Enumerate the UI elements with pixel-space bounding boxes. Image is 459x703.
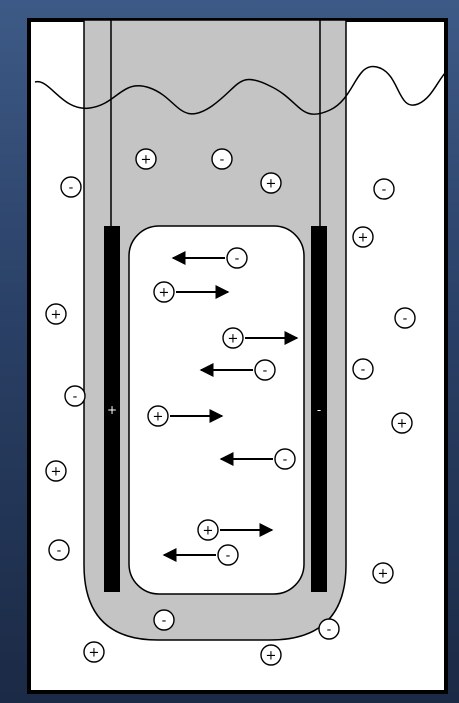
ion-symbol: + [159, 286, 170, 301]
negative-ion: - [64, 385, 86, 407]
ion-symbol: + [89, 646, 100, 661]
ion-circle [64, 385, 86, 407]
negative-ion: - [211, 148, 233, 170]
ion-circle [352, 358, 374, 380]
ion-symbol: + [51, 308, 62, 323]
ion-circle [153, 609, 175, 631]
ion-circle [83, 641, 105, 663]
ion-symbol: + [141, 153, 152, 168]
ion-symbol: - [403, 312, 408, 327]
positive-ion: + [147, 405, 169, 427]
ion-circle [391, 412, 413, 434]
negative-ion: - [226, 247, 248, 269]
negative-ion: - [274, 448, 296, 470]
ion-symbol: - [235, 252, 240, 267]
right-electrode [311, 226, 327, 592]
negative-ion: - [352, 358, 374, 380]
ion-circle [274, 448, 296, 470]
ion-circle [318, 618, 340, 640]
ion-circle [45, 460, 67, 482]
ion-symbol: + [228, 332, 239, 347]
right-electrode-label: - [317, 403, 321, 417]
left-electrode [104, 226, 120, 592]
ion-symbol: - [327, 623, 332, 638]
positive-ion: + [391, 412, 413, 434]
positive-ion: + [135, 148, 157, 170]
ion-circle [197, 519, 219, 541]
ion-circle [45, 303, 67, 325]
ion-symbol: + [153, 410, 164, 425]
negative-ion: - [394, 307, 416, 329]
ion-symbol: + [51, 465, 62, 480]
left-electrode-label: + [107, 403, 117, 417]
ion-symbol: - [57, 544, 62, 559]
ion-symbol: + [266, 177, 277, 192]
ion-symbol: - [226, 549, 231, 564]
ion-symbol: + [397, 417, 408, 432]
ion-symbol: - [162, 614, 167, 629]
positive-ion: + [197, 519, 219, 541]
ion-circle [394, 307, 416, 329]
ion-circle [48, 539, 70, 561]
ion-symbol: - [361, 363, 366, 378]
ion-circle [260, 644, 282, 666]
ion-circle [352, 226, 374, 248]
positive-ion: + [153, 281, 175, 303]
negative-ion: - [318, 618, 340, 640]
ion-circle [222, 327, 244, 349]
ion-circle [217, 544, 239, 566]
negative-ion: - [48, 539, 70, 561]
positive-ion: + [45, 303, 67, 325]
ion-symbol: - [382, 183, 387, 198]
positive-ion: + [83, 641, 105, 663]
ion-circle [226, 247, 248, 269]
ion-symbol: - [283, 453, 288, 468]
ion-circle [373, 178, 395, 200]
positive-ion: + [260, 172, 282, 194]
ion-symbol: - [73, 390, 78, 405]
ion-symbol: + [266, 649, 277, 664]
outer-ions-group: +-+--++---++-+--++ [45, 148, 416, 666]
ion-symbol: + [358, 231, 369, 246]
ion-circle [372, 562, 394, 584]
ion-symbol: - [69, 181, 74, 196]
ion-circle [147, 405, 169, 427]
positive-ion: + [222, 327, 244, 349]
positive-ion: + [45, 460, 67, 482]
ion-circle [135, 148, 157, 170]
positive-ion: + [352, 226, 374, 248]
negative-ion: - [373, 178, 395, 200]
ion-circle [153, 281, 175, 303]
ion-symbol: + [203, 524, 214, 539]
inner-ions-group: -++-+-+- [147, 247, 299, 566]
negative-ion: - [254, 359, 276, 381]
positive-ion: + [260, 644, 282, 666]
ion-circle [260, 172, 282, 194]
negative-ion: - [153, 609, 175, 631]
positive-ion: + [372, 562, 394, 584]
negative-ion: - [217, 544, 239, 566]
ion-circle [211, 148, 233, 170]
ion-circle [60, 176, 82, 198]
negative-ion: - [60, 176, 82, 198]
ion-symbol: + [378, 567, 389, 582]
ion-symbol: - [220, 153, 225, 168]
ion-circle [254, 359, 276, 381]
ion-symbol: - [263, 364, 268, 379]
